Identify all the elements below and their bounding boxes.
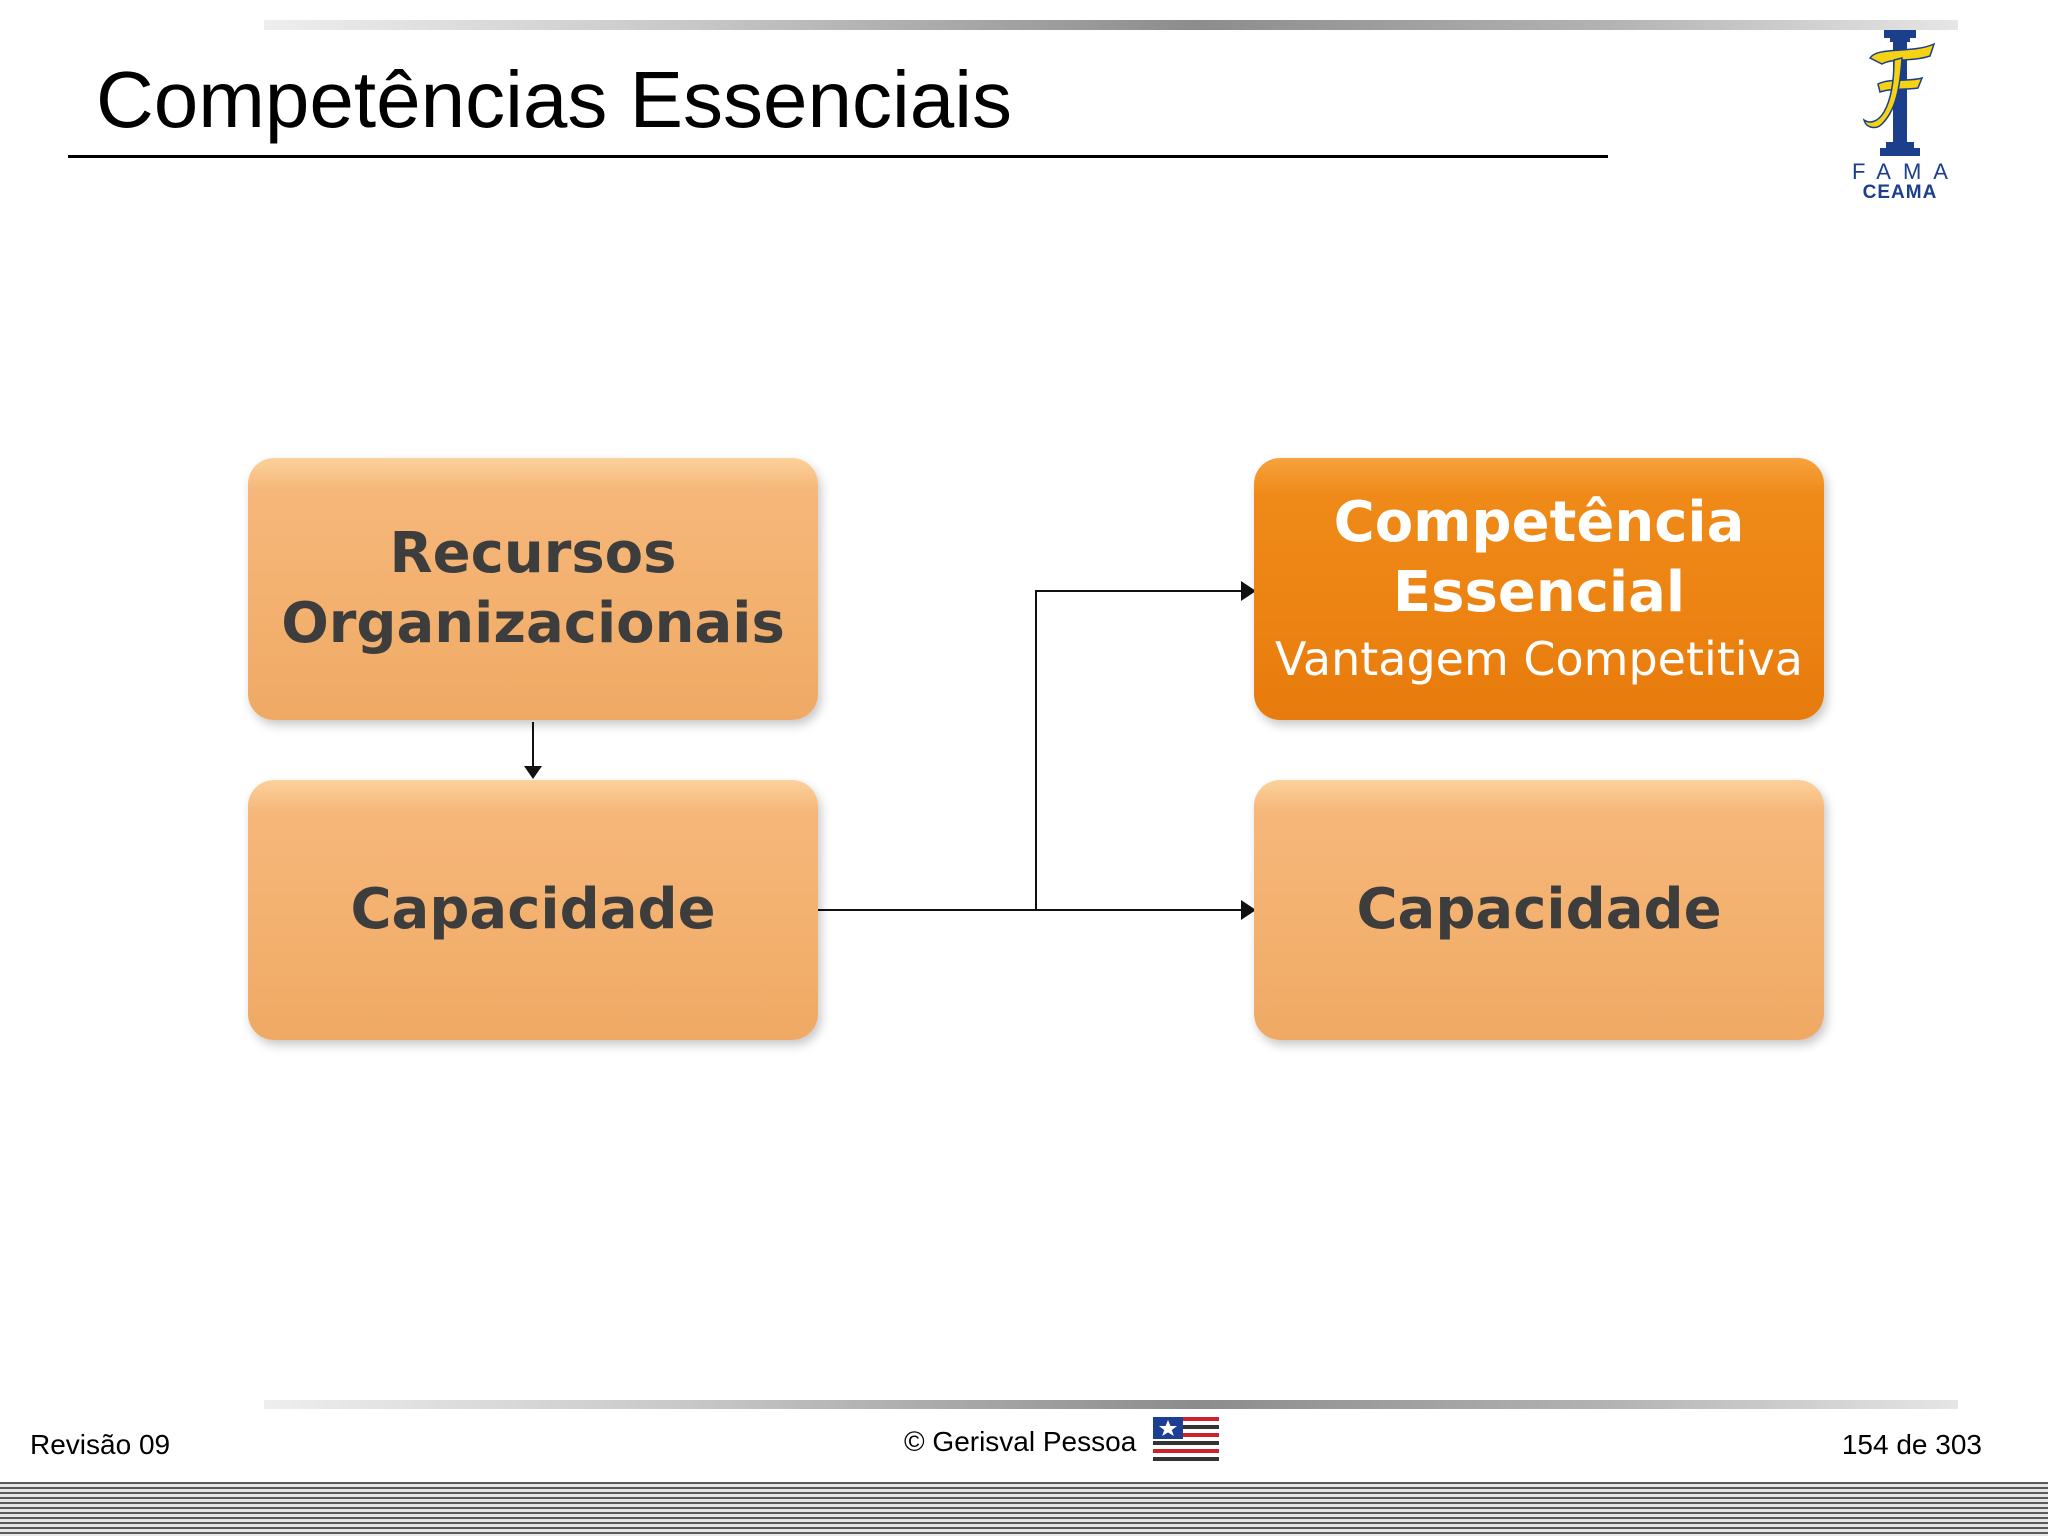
node-capacidade-right-label: Capacidade <box>1356 877 1722 942</box>
fama-ceama-logo: FAMA CEAMA <box>1836 28 1964 203</box>
node-competencia-line-2: Essencial <box>1392 560 1686 625</box>
footer-revision: Revisão 09 <box>30 1429 171 1460</box>
footer-page-number: 154 de 303 <box>1841 1429 1982 1460</box>
node-recursos-organizacionais: Recursos Organizacionais <box>248 458 818 720</box>
arrow-capacidade-to-capacidade <box>1036 900 1256 920</box>
logo-ceama-text: CEAMA <box>1862 182 1938 203</box>
bottom-decorative-bar <box>264 1400 1958 1409</box>
node-capacidade-left: Capacidade <box>248 780 818 1040</box>
node-competencia-essencial: Competência Essencial Vantagem Competiti… <box>1254 458 1824 720</box>
node-recursos-line-2: Organizacionais <box>281 591 785 656</box>
node-competencia-line-1: Competência <box>1333 490 1745 555</box>
logo-fama-text: FAMA <box>1852 159 1960 184</box>
fama-logo-icon <box>1862 30 1936 156</box>
arrow-recursos-to-capacidade <box>524 722 542 779</box>
node-recursos-line-1: Recursos <box>389 521 677 586</box>
top-decorative-bar <box>264 20 1958 30</box>
node-capacidade-right: Capacidade <box>1254 780 1824 1040</box>
maranhao-flag-icon <box>1153 1417 1219 1461</box>
node-capacidade-left-label: Capacidade <box>350 877 716 942</box>
node-competencia-subtitle: Vantagem Competitiva <box>1274 632 1803 686</box>
arrow-capacidade-to-competencia <box>818 581 1256 911</box>
slide-title: Competências Essenciais <box>96 55 1012 144</box>
footer-author: © Gerisval Pessoa <box>904 1426 1137 1457</box>
title-underline <box>68 155 1608 158</box>
bottom-stripe-band <box>0 1482 2048 1536</box>
